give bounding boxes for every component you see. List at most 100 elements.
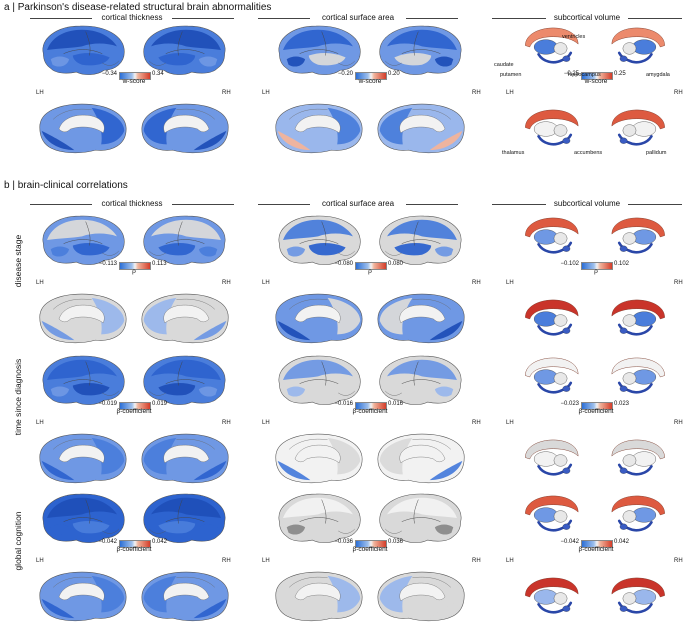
b1-sub-colorbar-min: −0.102 — [560, 261, 579, 267]
a-sub-colorbar — [581, 72, 613, 80]
b2-ct-rh-medial — [141, 433, 229, 484]
column-title-b-thickness: cortical thickness — [92, 199, 172, 208]
b2-sub-rh-top — [611, 357, 665, 394]
b1-sub-lh-top — [525, 217, 579, 254]
b2-ct-lh-label: LH — [36, 420, 44, 426]
b3-sub-rh-label: RH — [674, 558, 683, 564]
b1-ct-lh-label: LH — [36, 280, 44, 286]
b2-ct-colorbar-max: 0.019 — [152, 401, 168, 407]
b3-ct-rh-lateral — [143, 493, 226, 543]
a-sa-rh-lateral — [379, 25, 462, 75]
structure-label-hippocampus: hippocampus — [568, 72, 601, 78]
b2-sa-colorbar-metric: β-coefficient — [352, 408, 388, 415]
b3-ct-colorbar-max: 0.042 — [152, 539, 168, 545]
a-ct-colorbar-min: −0.34 — [101, 71, 117, 77]
b3-sa-colorbar — [355, 540, 387, 548]
b3-sa-rh-medial — [377, 571, 465, 622]
b3-sub-rh-bottom — [611, 577, 665, 614]
a-ct-lh-medial — [39, 103, 127, 154]
b2-sa-lh-lateral — [278, 355, 361, 405]
b1-sa-colorbar — [355, 262, 387, 270]
a-sa-rh-medial — [377, 103, 465, 154]
b2-sub-colorbar — [581, 402, 613, 410]
b3-sub-lh-bottom — [525, 577, 579, 614]
a-ct-rh-lateral — [143, 25, 226, 75]
a-sub-colorbar-min: −0.25 — [563, 71, 579, 77]
b2-sa-colorbar — [355, 402, 387, 410]
b1-sub-colorbar-max: 0.102 — [614, 261, 630, 267]
b3-sa-rh-lateral — [379, 493, 462, 543]
a-sa-rh-label: RH — [472, 90, 481, 96]
column-title-b-subcortical: subcortical volume — [546, 199, 628, 208]
b2-sub-colorbar-min: −0.023 — [560, 401, 579, 407]
structure-label-ventricles: ventricles — [562, 34, 586, 40]
row-label-time-since-diagnosis: time since diagnosis — [13, 358, 23, 436]
b2-sa-colorbar-min: −0.016 — [334, 401, 353, 407]
b2-ct-colorbar-metric: β-coefficient — [116, 408, 152, 415]
b2-sub-colorbar-metric: β-coefficient — [578, 408, 614, 415]
b2-ct-rh-lateral — [143, 355, 226, 405]
b2-sub-rh-label: RH — [674, 420, 683, 426]
row-label-global-cognition: global cognition — [13, 511, 23, 571]
b3-sub-lh-label: LH — [506, 558, 514, 564]
a-sa-lh-medial — [275, 103, 363, 154]
b3-sa-rh-label: RH — [472, 558, 481, 564]
a-sub-lh-bottom — [525, 109, 579, 146]
a-ct-lh-lateral — [42, 25, 125, 75]
b2-ct-colorbar-min: −0.019 — [98, 401, 117, 407]
b2-sub-lh-label: LH — [506, 420, 514, 426]
b1-ct-rh-label: RH — [222, 280, 231, 286]
b1-ct-lh-medial — [39, 293, 127, 344]
column-title-a-subcortical: subcortical volume — [546, 13, 628, 22]
a-sub-colorbar-metric: w-score — [584, 78, 608, 85]
b1-ct-colorbar-max: 0.113 — [152, 261, 167, 267]
b2-sa-colorbar-max: 0.016 — [388, 401, 404, 407]
b3-ct-rh-label: RH — [222, 558, 231, 564]
a-ct-rh-label: RH — [222, 90, 231, 96]
a-sub-rh-top — [611, 27, 665, 64]
b2-ct-rh-label: RH — [222, 420, 231, 426]
b1-sa-colorbar-min: −0.080 — [334, 261, 353, 267]
b3-sub-rh-top — [611, 495, 665, 532]
section-b-label: b — [4, 180, 10, 191]
structure-label-pallidum: pallidum — [646, 150, 667, 156]
b2-sub-rh-bottom — [611, 439, 665, 476]
a-sub-colorbar-max: 0.25 — [614, 71, 626, 77]
a-ct-colorbar-metric: w-score — [122, 78, 146, 85]
b3-sub-colorbar-max: 0.042 — [614, 539, 630, 545]
a-sub-lh-label: LH — [506, 90, 514, 96]
b2-ct-lh-lateral — [42, 355, 125, 405]
b2-ct-lh-medial — [39, 433, 127, 484]
b3-ct-colorbar-min: −0.042 — [98, 539, 117, 545]
a-sa-colorbar-max: 0.20 — [388, 71, 400, 77]
b3-sub-colorbar-metric: β-coefficient — [578, 546, 614, 553]
a-ct-rh-medial — [141, 103, 229, 154]
b2-sub-lh-top — [525, 357, 579, 394]
b1-sa-lh-lateral — [278, 215, 361, 265]
section-a-title: a | Parkinson's disease-related structur… — [4, 2, 272, 13]
b3-ct-colorbar-metric: β-coefficient — [116, 546, 152, 553]
structure-label-thalamus: thalamus — [502, 150, 525, 156]
b1-sub-colorbar-metric: ρ — [594, 268, 598, 275]
b1-sub-rh-top — [611, 217, 665, 254]
section-a-label: a — [4, 2, 10, 13]
b1-sa-lh-label: LH — [262, 280, 270, 286]
b1-ct-colorbar — [119, 262, 151, 270]
b1-ct-colorbar-metric: ρ — [132, 268, 136, 275]
b3-sa-lh-medial — [275, 571, 363, 622]
b3-sa-colorbar-min: −0.036 — [334, 539, 353, 545]
a-ct-colorbar-max: 0.34 — [152, 71, 164, 77]
b2-ct-colorbar — [119, 402, 151, 410]
a-ct-lh-label: LH — [36, 90, 44, 96]
b1-sa-colorbar-metric: ρ — [368, 268, 372, 275]
section-b-title: b | brain-clinical correlations — [4, 180, 128, 191]
b2-sa-lh-label: LH — [262, 420, 270, 426]
column-title-b-surface: cortical surface area — [310, 199, 406, 208]
b1-sa-lh-medial — [275, 293, 363, 344]
a-sa-lh-lateral — [278, 25, 361, 75]
a-sa-colorbar-min: −0.20 — [337, 71, 353, 77]
b1-sa-colorbar-max: 0.080 — [388, 261, 404, 267]
b1-sub-lh-label: LH — [506, 280, 514, 286]
b2-sa-rh-label: RH — [472, 420, 481, 426]
a-sa-colorbar-metric: w-score — [358, 78, 382, 85]
